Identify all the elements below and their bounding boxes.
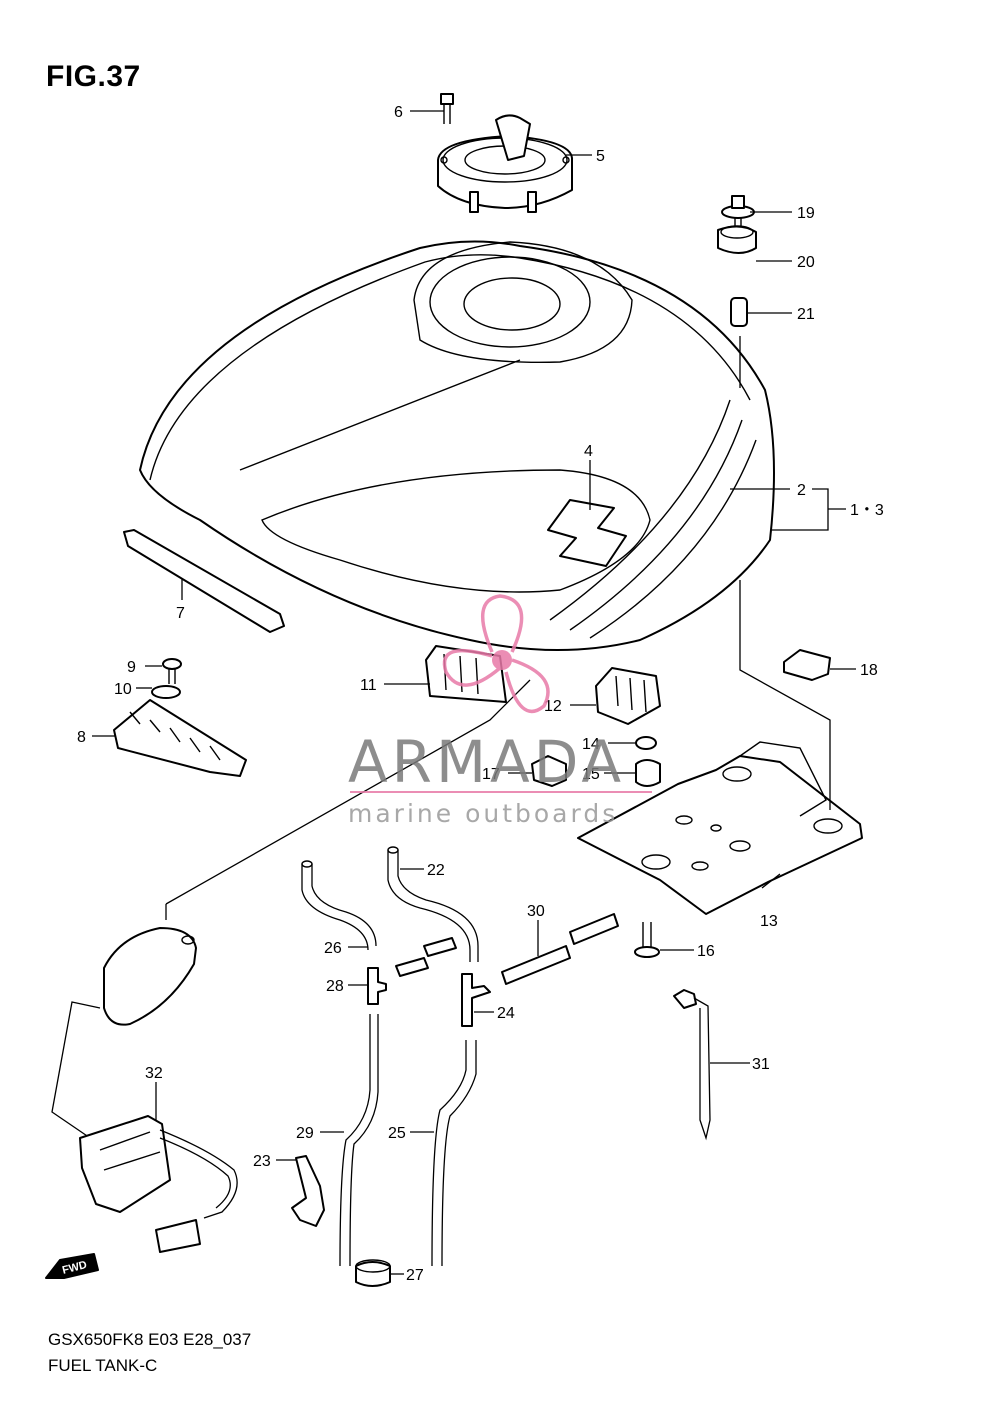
hose-22-part <box>387 850 479 962</box>
callout-28: 28 <box>326 978 344 995</box>
callout-4: 4 <box>584 443 593 460</box>
watermark-logo-icon <box>442 594 550 713</box>
tube-short-2-part <box>423 937 457 957</box>
callout-25: 25 <box>388 1125 406 1142</box>
joint-28-part <box>367 967 387 1005</box>
tube-30-part <box>501 945 571 985</box>
callout-15: 15 <box>582 766 600 783</box>
callout-11: 11 <box>360 677 377 694</box>
callout-17: 17 <box>482 766 500 783</box>
callout-9: 9 <box>127 659 136 676</box>
pad-18-part <box>783 649 831 681</box>
washer-10-part <box>151 685 181 699</box>
tube-short-1-part <box>395 957 429 977</box>
figure-title: FIG.37 <box>46 60 141 93</box>
hose-26-part <box>301 864 377 951</box>
callout-13: 13 <box>760 913 778 930</box>
clamp-27-part <box>355 1259 391 1287</box>
hose-25-part <box>431 1040 477 1267</box>
watermark-tagline: marine outboards <box>348 799 618 828</box>
fwd-arrow-icon: FWD <box>45 1253 99 1279</box>
callout-30: 30 <box>527 903 545 920</box>
callout-24: 24 <box>497 1005 515 1022</box>
hose-29-part <box>339 1014 379 1267</box>
callout-27: 27 <box>406 1267 424 1284</box>
callout-26: 26 <box>324 940 342 957</box>
trim-strip-part <box>123 529 285 633</box>
fuel-level-gauge-part <box>51 927 238 1253</box>
callout-8: 8 <box>77 729 86 746</box>
callout-1-3: 1・3 <box>850 502 884 519</box>
callout-18: 18 <box>860 662 878 679</box>
callout-22: 22 <box>427 862 445 879</box>
watermark-brand: ARMADA <box>348 728 625 796</box>
fuel-cap-part <box>437 114 573 213</box>
collar-21-part <box>730 297 748 327</box>
callout-23: 23 <box>253 1153 271 1170</box>
callout-6: 6 <box>394 104 403 121</box>
callout-7: 7 <box>176 605 185 622</box>
tank-bracket-part <box>113 699 247 777</box>
callout-16: 16 <box>697 943 715 960</box>
clip-12-part <box>595 667 661 725</box>
fuel-tank-part <box>139 240 775 651</box>
callout-19: 19 <box>797 205 815 222</box>
bolt-9-part <box>162 658 182 684</box>
leader-lines <box>92 110 856 1275</box>
wire-31-part <box>673 989 711 1141</box>
cushion-15-part <box>635 759 661 787</box>
callout-14: 14 <box>582 736 600 753</box>
suzuki-emblem-icon <box>547 499 627 567</box>
callout-21: 21 <box>797 306 815 323</box>
joint-24-part <box>461 973 491 1027</box>
cushion-14-part <box>635 736 657 750</box>
model-code: GSX650FK8 E03 E28_037 <box>48 1330 252 1349</box>
callout-31: 31 <box>752 1056 770 1073</box>
callout-labels: 1・3 2 4 5 6 7 8 9 10 11 12 13 14 15 16 1… <box>77 104 884 1284</box>
callout-20: 20 <box>797 254 815 271</box>
cushion-20-part <box>717 225 757 254</box>
callout-10: 10 <box>114 681 132 698</box>
figure-name: FUEL TANK-C <box>48 1356 158 1375</box>
callout-29: 29 <box>296 1125 314 1142</box>
callout-5: 5 <box>596 148 605 165</box>
bolt-16-part <box>634 922 660 958</box>
tube-30b-part <box>569 913 619 945</box>
callout-2: 2 <box>797 482 806 499</box>
cap-17-part <box>531 755 567 787</box>
cap-bolt-part <box>440 93 454 124</box>
callout-12: 12 <box>544 698 562 715</box>
clamp-23-part <box>291 1155 325 1227</box>
watermark: ARMADA marine outboards <box>348 594 652 828</box>
tank-plate-part <box>577 741 863 915</box>
callout-32: 32 <box>145 1065 163 1082</box>
fwd-label: FWD <box>61 1259 88 1277</box>
